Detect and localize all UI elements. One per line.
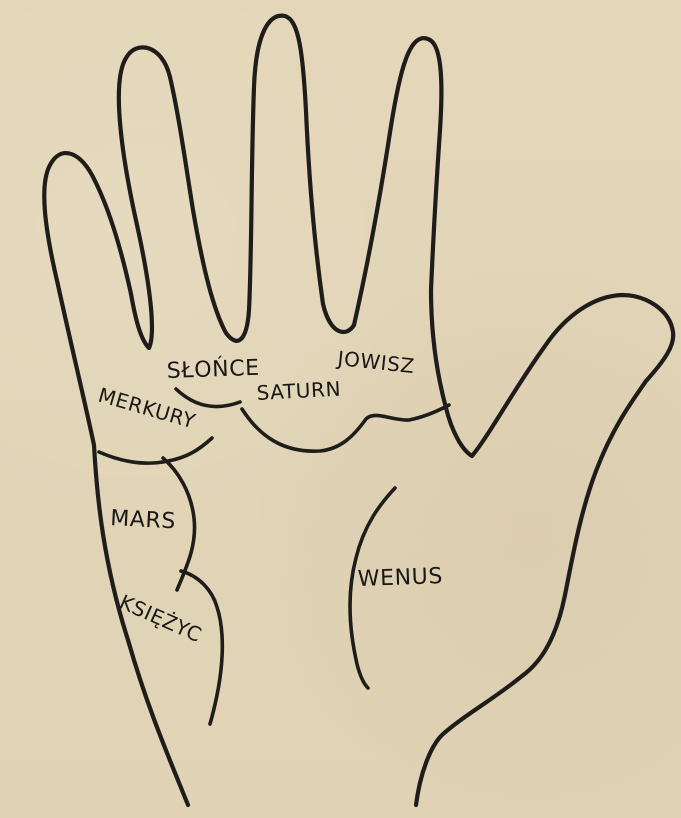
slonce-mount-arc [176, 389, 240, 407]
mercury-mars-boundary [99, 438, 212, 463]
moon-line [181, 571, 222, 724]
merkury-label: MERKURY [96, 383, 199, 434]
wenus-label: WENUS [357, 564, 443, 592]
saturn-label: SATURN [256, 377, 342, 405]
saturn-mount-arc [242, 405, 449, 451]
mars-label: MARS [110, 506, 177, 534]
jowisz-label: JOWISZ [334, 346, 415, 378]
slonce-label: SŁOŃCE [166, 355, 260, 384]
